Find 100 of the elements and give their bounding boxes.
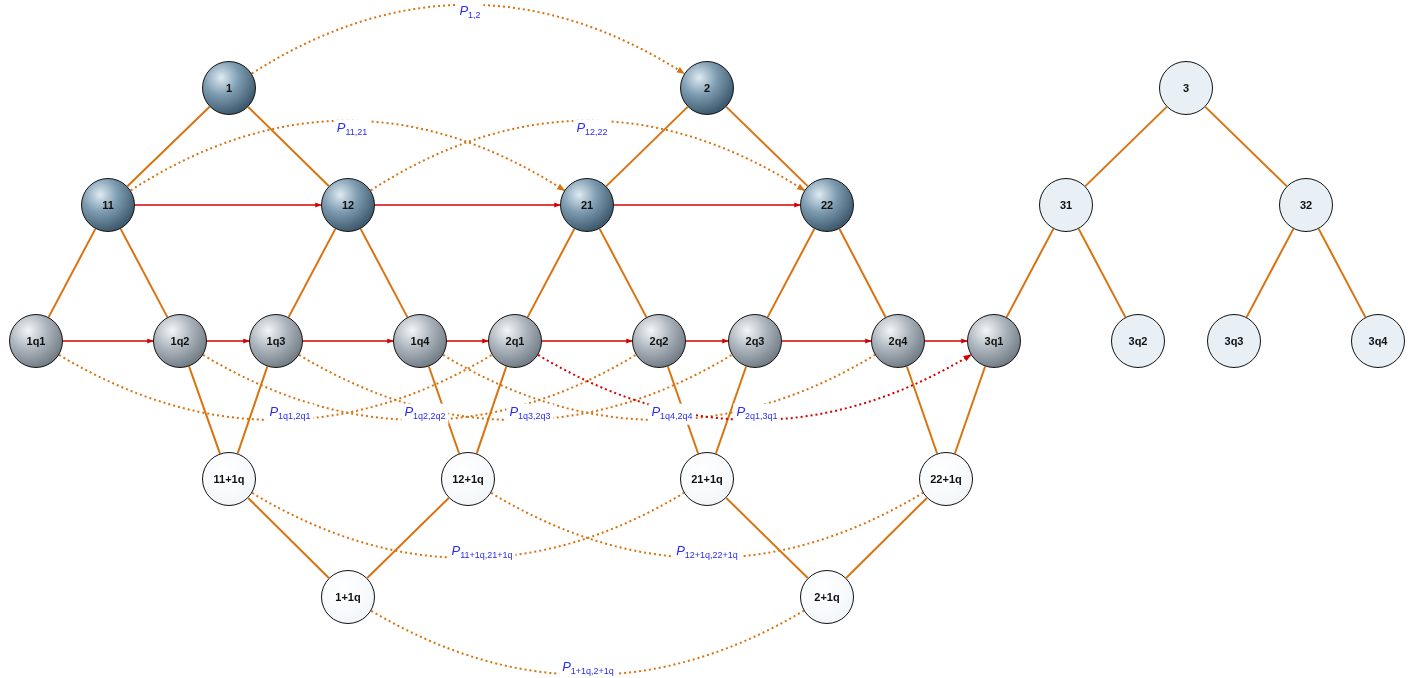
node-label: 22 xyxy=(820,199,834,211)
arrow xyxy=(374,202,561,208)
sphere-node xyxy=(632,314,686,368)
connector-line xyxy=(714,365,748,455)
node-label: 1+1q xyxy=(335,591,361,603)
connector-line xyxy=(1077,227,1127,319)
dotted-arrow xyxy=(369,119,806,192)
arrow xyxy=(134,202,322,208)
connector-line xyxy=(126,105,211,188)
connector-line xyxy=(236,365,269,455)
node-label: 22+1q xyxy=(930,473,962,485)
connector-line xyxy=(598,227,648,319)
connector-line xyxy=(1005,227,1055,319)
node-label: 3 xyxy=(1182,82,1190,94)
connector-line xyxy=(247,497,330,579)
sphere-node xyxy=(202,61,256,115)
node-label: 3q2 xyxy=(1128,335,1148,347)
arrow xyxy=(302,338,394,344)
node-label: 11+1q xyxy=(213,473,245,485)
connector-line xyxy=(605,105,689,188)
edge-label: P$_{1q4,2q4}$ xyxy=(648,403,696,425)
circle-node xyxy=(441,452,495,506)
node-label: 3q1 xyxy=(984,335,1004,347)
arrow xyxy=(541,338,633,344)
sphere-node xyxy=(81,178,135,232)
arrow xyxy=(685,338,729,344)
node-label: 12 xyxy=(341,199,355,211)
arrow xyxy=(446,338,489,344)
connector-line xyxy=(845,497,928,579)
circle-node xyxy=(680,452,734,506)
circle-node xyxy=(919,452,973,506)
dotted-arc xyxy=(58,353,493,421)
node-label: 21 xyxy=(580,199,594,211)
arrow xyxy=(613,202,801,208)
node-label: 2 xyxy=(703,82,711,94)
circle-node xyxy=(321,570,375,624)
sphere-node xyxy=(967,314,1021,368)
node-label: 3q4 xyxy=(1368,335,1388,347)
sphere-node xyxy=(680,61,734,115)
sphere-node xyxy=(153,314,207,368)
circle-node xyxy=(1111,314,1165,368)
node-label: 1 xyxy=(225,82,233,94)
node-label: 2q4 xyxy=(888,335,908,347)
circle-node xyxy=(1039,178,1093,232)
connector-line xyxy=(1317,227,1367,319)
sphere-node xyxy=(393,314,447,368)
connector-line xyxy=(1245,227,1295,319)
node-label: 2q1 xyxy=(505,335,525,347)
node-label: 3q3 xyxy=(1224,335,1244,347)
connector-line xyxy=(366,496,450,580)
circle-node xyxy=(202,452,256,506)
sphere-node xyxy=(9,314,63,368)
node-label: 21+1q xyxy=(691,473,723,485)
sphere-node xyxy=(800,178,854,232)
connector-line xyxy=(475,365,508,455)
connector-line xyxy=(287,227,337,319)
connector-line xyxy=(905,365,939,455)
connector-line xyxy=(838,227,887,319)
sphere-node xyxy=(321,178,375,232)
circle-node xyxy=(1207,314,1261,368)
dotted-arc xyxy=(370,609,805,676)
arrow xyxy=(206,338,250,344)
connector-line xyxy=(1084,105,1168,188)
connector-line xyxy=(725,105,809,188)
circle-node xyxy=(1351,314,1405,368)
connector-line xyxy=(359,227,409,319)
connector-line xyxy=(247,105,330,188)
dotted-arc xyxy=(202,353,637,421)
connector-line xyxy=(119,227,169,319)
circle-node xyxy=(800,570,854,624)
arrow xyxy=(62,338,154,344)
circle-node xyxy=(1159,61,1213,115)
node-label: 31 xyxy=(1059,199,1073,211)
circle-node xyxy=(1279,178,1333,232)
sphere-node xyxy=(488,314,542,368)
connector-line xyxy=(725,496,809,580)
dotted-arc xyxy=(442,353,876,421)
sphere-node xyxy=(728,314,782,368)
arrow xyxy=(924,338,968,344)
dotted-arrow xyxy=(129,119,566,192)
sphere-node xyxy=(249,314,303,368)
connector-line xyxy=(953,365,987,455)
node-label: 2+1q xyxy=(814,591,840,603)
connector-line xyxy=(526,227,576,319)
connector-line xyxy=(47,227,97,319)
sphere-node xyxy=(871,314,925,368)
node-label: 1q3 xyxy=(266,335,286,347)
arrow xyxy=(781,338,872,344)
node-label: 2q3 xyxy=(745,335,765,347)
node-label: 1q2 xyxy=(170,335,190,347)
node-label: 2q2 xyxy=(649,335,669,347)
node-label: 11 xyxy=(102,199,114,211)
edge-label: P$_{1q2,2q2}$ xyxy=(401,403,449,425)
connector-line xyxy=(1204,105,1288,188)
connector-line xyxy=(766,227,816,319)
node-label: 12+1q xyxy=(452,473,484,485)
sphere-node xyxy=(560,178,614,232)
connector-line xyxy=(188,365,221,455)
node-label: 1q4 xyxy=(410,335,430,347)
dotted-arrow xyxy=(250,3,686,75)
